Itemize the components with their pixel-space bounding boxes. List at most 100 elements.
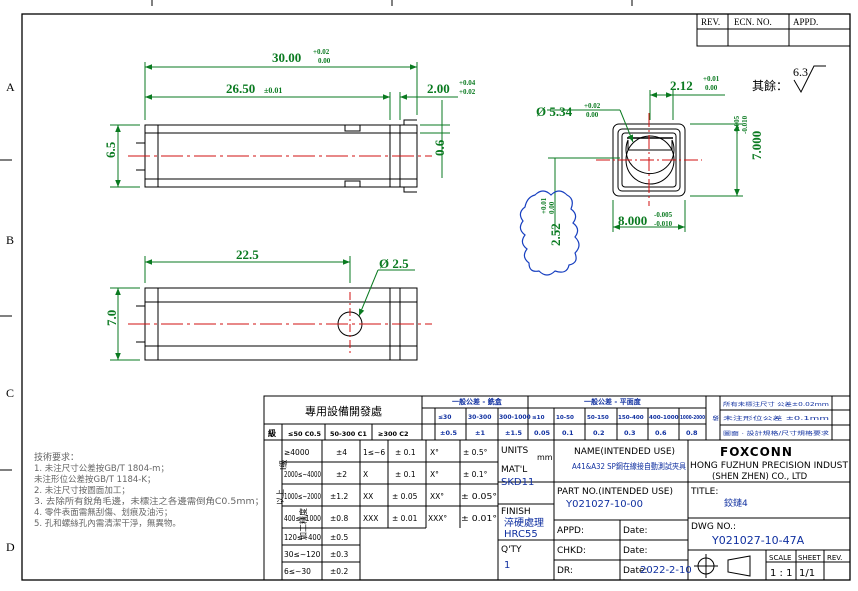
flat-tol-col-5: 1000-2000: [680, 415, 705, 421]
range-1: 2000≤~4000: [284, 470, 321, 479]
rev-label: REV.: [827, 554, 842, 562]
dim-bore-diameter: Ø 5.34: [536, 104, 573, 119]
table-group-label: 級: [268, 428, 276, 438]
company-line-1: HONG FUZHUN PRECISION INDUST: [690, 461, 849, 471]
decimal-angtol-2: ± 0.05°: [461, 492, 497, 501]
general-tol-title: 一般公差 - 銑盒: [452, 397, 503, 406]
dim-inner-length: 26.50: [226, 81, 255, 96]
general-tol-val-2: ±1.5: [505, 429, 522, 437]
qty-value: 1: [504, 560, 510, 571]
title-block: UNITS mm NAME(INTENDED USE) A41&A32 SP鋼在…: [501, 445, 849, 579]
dim-end-length: 2.00: [427, 81, 450, 96]
decimal-tol-2: ± 0.05: [392, 492, 418, 501]
dim-side-height: 7.0: [104, 310, 119, 326]
left-header-2: ≥300 C2: [378, 430, 409, 438]
border-ticks: [0, 0, 633, 471]
range-tol-6: ±0.2: [330, 567, 348, 576]
dim-cloud-upper: +0.01: [540, 197, 548, 214]
sheet-value: 1/1: [799, 568, 815, 579]
dim-cloud: 2.52: [548, 223, 563, 246]
end-view-dimensions: [547, 90, 743, 235]
decimal-ang-1: X°: [430, 470, 439, 479]
dim-inner-length-tol: ±0.01: [264, 86, 282, 95]
part-no-label: PART NO.(INTENDED USE): [557, 487, 673, 497]
decimal-ang-2: XX°: [430, 492, 444, 501]
dim-bore-diameter-lower: 0.00: [586, 111, 599, 119]
general-tol-col-0: ≤30: [438, 414, 451, 421]
dim-square-width: 8.000: [618, 213, 647, 228]
ecn-header: ECN. NO.: [734, 17, 772, 27]
flat-tol-val-0: 0.05: [534, 429, 551, 437]
range-rows: ≥4000 ±4 2000≤~4000 ±2 1000≤~2000 ±1.2 4…: [284, 448, 348, 576]
decimal-ang-3: XXX°: [428, 514, 447, 523]
matl-label: MAT'L: [501, 465, 527, 475]
qty-label: Q'TY: [501, 545, 522, 555]
decimal-fmt-2: XX: [363, 492, 373, 501]
roughness-value: 6.3: [793, 65, 808, 79]
dim-overall-length-upper: +0.02: [313, 48, 330, 56]
note-line-6: 5. 孔和螺絲孔內需清潔干淨，無異物。: [34, 518, 181, 529]
flat-tol-val-2: 0.2: [593, 429, 605, 437]
zone-label-d: D: [6, 540, 15, 554]
decimal-fmt-0: 1≤~6: [363, 448, 385, 457]
company-line-2: (SHEN ZHEN) CO., LTD: [712, 472, 808, 482]
revision-block: REV. ECN. NO. APPD.: [696, 13, 851, 47]
dim-square-width-lower: -0.010: [654, 220, 673, 228]
surface-roughness-note: 其餘： 6.3: [752, 65, 826, 94]
dim-groove-depth: 0.6: [432, 139, 447, 156]
flat-tol-col-1: 10-50: [556, 415, 574, 421]
end-view: [596, 113, 702, 206]
note-line-2: 未注形位公差按GB/T 1184-K；: [34, 474, 155, 485]
dim-square-height-upper: -0.005: [733, 115, 741, 134]
part-no-value: Y021027-10-00: [565, 499, 643, 510]
flat-tol-val-3: 0.3: [624, 429, 636, 437]
dim-body-diameter: 6.5: [103, 141, 118, 158]
flat-tol-val-1: 0.1: [562, 429, 574, 437]
decimal-fmt-1: X: [363, 470, 368, 479]
technical-notes: 技術要求： 1. 未注尺寸公差按GB/T 1804-m； 未注形位公差按GB/T…: [34, 451, 264, 529]
vertical-label-2: I級: [278, 460, 288, 470]
range-3: 400≤~1000: [284, 514, 321, 523]
dim-square-height: 7.000: [749, 131, 764, 160]
finish-value-1: 淬硬處理: [504, 516, 544, 529]
pin-front-view: [128, 119, 432, 193]
flat-tol-cols: ≤10 10-50 50-150 150-400 400-1000 1000-2…: [532, 415, 705, 421]
company-logo: FOXCONN: [720, 445, 793, 459]
range-tol-1: ±2: [336, 470, 347, 479]
sheet-label: SHEET: [798, 554, 822, 562]
pin-side-dimensions: [110, 256, 415, 361]
units-value: mm: [537, 453, 553, 462]
units-label: UNITS: [501, 446, 528, 456]
note-line-4: 3. 去除所有銳角毛邊，未標注之各邊需倒角C0.5mm；: [34, 496, 264, 507]
dim-flat-width: 2.12: [670, 78, 693, 93]
dwg-no-label: DWG NO.:: [691, 522, 736, 532]
dr-label: DR:: [557, 566, 573, 576]
decimal-angtol-1: ± 0.1°: [463, 470, 488, 479]
general-tol-val-1: ±1: [475, 429, 485, 437]
decimal-fmt-3: XXX: [363, 514, 378, 523]
appd-date-label: Date:: [623, 526, 648, 536]
flat-tol-val-4: 0.6: [655, 429, 667, 437]
zone-label-b: B: [6, 233, 14, 247]
notes-title: 技術要求：: [34, 451, 79, 463]
range-2: 1000≤~2000: [284, 492, 321, 501]
note-line-3: 2. 未注尺寸按圖面加工；: [34, 485, 130, 496]
finish-label: FINISH: [501, 507, 531, 517]
range-tol-2: ±1.2: [330, 492, 348, 501]
name-label: NAME(INTENDED USE): [574, 447, 675, 457]
zone-label-a: A: [6, 80, 15, 94]
left-header-1: 50-300 C1: [330, 430, 367, 438]
scale-label: SCALE: [769, 554, 791, 562]
decimal-angtol-0: ± 0.5°: [463, 448, 488, 457]
table-side-label: 級: [712, 415, 720, 421]
flat-tol-col-3: 150-400: [618, 415, 644, 421]
range-tol-3: ±0.8: [330, 514, 348, 523]
decimal-tol-0: ± 0.1: [395, 448, 416, 457]
dim-hole-position: 22.5: [236, 247, 259, 262]
flat-tol-col-4: 400-1000: [649, 415, 679, 421]
revision-cloud: [519, 190, 580, 276]
range-tol-5: ±0.3: [330, 550, 348, 559]
note-line-1: 1. 未注尺寸公差按GB/T 1804-m；: [34, 463, 169, 474]
appd-label: APPD:: [557, 526, 584, 536]
range-6: 6≤~30: [284, 567, 311, 576]
